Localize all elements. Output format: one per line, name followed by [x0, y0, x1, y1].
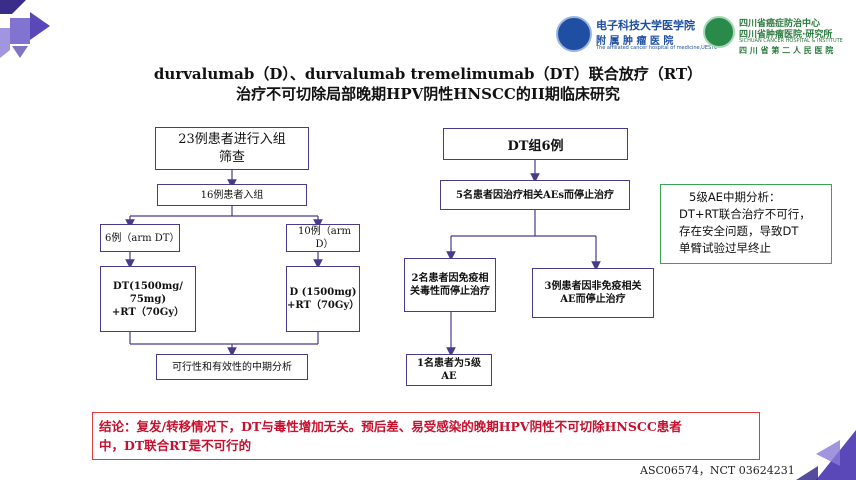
note-line-3: 存在安全问题，导致DT [679, 224, 799, 238]
screening-box: 23例患者进行入组筛查 [155, 127, 309, 170]
immune-ae-box: 2名患者因免疫相 关毒性而停止治疗 [404, 258, 496, 312]
stopped-treatment-box: 5名患者因治疗相关AEs而停止治疗 [440, 180, 630, 210]
dt-group-box: DT组6例 [443, 128, 628, 160]
logo1-sub-en: The affiliated cancer hospital of medici… [596, 45, 718, 51]
logo1-sub: 附 属 肿 瘤 医 院 [596, 36, 674, 47]
immune-ae-text-2: 关毒性而停止治疗 [410, 286, 490, 297]
dt-group-text: DT组6例 [507, 138, 564, 154]
arm-dt-label-box: 6例（arm DT） [100, 224, 180, 252]
logo2-name2: 四川省肿瘤医院·研究所 [739, 30, 833, 40]
logo1-name: 电子科技大学医学院 [596, 19, 695, 32]
arm-dt-regimen-1: DT(1500mg/ [113, 280, 183, 292]
arm-dt-regimen-2: 75mg) [129, 293, 167, 305]
corner-decoration-top-left [0, 0, 50, 58]
arm-dt-regimen-3: +RT（70Gy） [111, 306, 185, 318]
arm-d-regimen-box: D (1500mg) +RT（70Gy） [286, 266, 360, 332]
immune-ae-text-1: 2名患者因免疫相 [411, 273, 489, 284]
title-line-1: durvalumab（D）、durvalumab tremelimumab（DT… [153, 65, 703, 83]
arm-d-regimen-2: +RT（70Gy） [287, 300, 360, 311]
logo2-sub: 四 川 省 第 二 人 民 医 院 [739, 46, 834, 55]
enrolled-box: 16例患者入组 [157, 184, 307, 206]
grade5-ae-text-2: AE [441, 371, 457, 382]
arm-d-label: 10例（arm D） [298, 226, 351, 250]
note-line-1: 5级AE中期分析： [689, 190, 781, 204]
interim-note-box: 5级AE中期分析： DT+RT联合治疗不可行， 存在安全问题，导致DT 单臂试验… [660, 184, 832, 264]
non-immune-ae-box: 3例患者因非免疫相关 AE而停止治疗 [532, 268, 654, 318]
grade5-ae-text-1: 1名患者为5级 [417, 358, 481, 369]
title-line-2: 治疗不可切除局部晚期HPV阴性HNSCC的II期临床研究 [236, 85, 620, 103]
interim-analysis-text: 可行性和有效性的中期分析 [172, 361, 292, 373]
corner-decoration-bottom-right [796, 430, 856, 480]
grade5-ae-box: 1名患者为5级 AE [406, 354, 492, 386]
non-immune-ae-text-1: 3例患者因非免疫相关 [544, 281, 642, 292]
enrolled-text: 16例患者入组 [200, 189, 264, 201]
screening-text: 23例患者进行入组筛查 [178, 131, 286, 165]
interim-analysis-box: 可行性和有效性的中期分析 [156, 354, 308, 380]
conclusion-line-1: 结论：复发/转移情况下，DT与毒性增加无关。预后差、易受感染的晚期HPV阴性不可… [99, 419, 682, 434]
arm-dt-label: 6例（arm DT） [105, 232, 180, 244]
sichuan-cancer-logo: 四川省癌症防治中心 四川省肿瘤医院·研究所 SICHUAN CANCER HOS… [703, 14, 843, 56]
logo2-name: 四川省癌症防治中心 [739, 19, 821, 29]
arm-d-label-box: 10例（arm D） [286, 224, 360, 252]
emblem-icon [703, 16, 735, 48]
conclusion-line-2: 中，DT联合RT是不可行的 [99, 438, 252, 453]
arm-d-regimen-1: D (1500mg) [289, 287, 357, 298]
non-immune-ae-text-2: AE而停止治疗 [560, 294, 626, 305]
note-line-2: DT+RT联合治疗不可行， [679, 207, 811, 221]
conclusion-box: 结论：复发/转移情况下，DT与毒性增加无关。预后差、易受感染的晚期HPV阴性不可… [92, 412, 760, 460]
footer-reference: ASC06574，NCT 03624231 [640, 464, 795, 477]
note-line-4: 单臂试验过早终止 [679, 241, 771, 255]
arm-dt-regimen-box: DT(1500mg/ 75mg) +RT（70Gy） [100, 266, 196, 332]
stopped-treatment-text: 5名患者因治疗相关AEs而停止治疗 [456, 189, 614, 201]
uestc-hospital-logo: 电子科技大学医学院 附 属 肿 瘤 医 院 The affiliated can… [556, 14, 717, 56]
emblem-icon [556, 16, 592, 52]
logo2-name-en: SICHUAN CANCER HOSPITAL & INSTITUTE [739, 38, 843, 44]
